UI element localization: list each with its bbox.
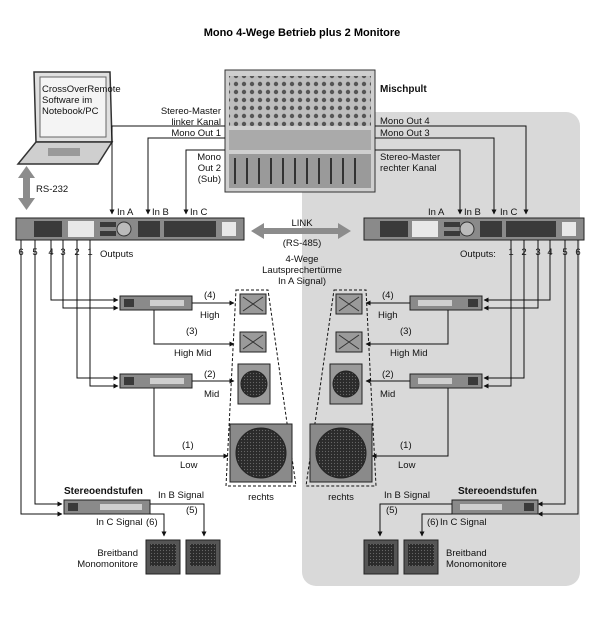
tower-left-high-speaker (239, 293, 267, 315)
left-band-1-num: (1) (182, 440, 194, 451)
left-band-3-num: (3) (186, 326, 198, 337)
left-band-2-num: (2) (204, 369, 216, 380)
monitor-left-1 (145, 539, 181, 575)
right-monitors-label-1: Breitband (446, 548, 487, 559)
right-band-3-num: (3) (400, 326, 412, 337)
link-label-1: LINK (291, 218, 313, 229)
mixer-out-stereo-left-1: Stereo-Master (161, 106, 221, 117)
laptop-screen-line-1: CrossOverRemote (42, 84, 121, 95)
tower-right-mid-speaker (329, 363, 363, 405)
tower-heading-1: 4-Wege (285, 254, 318, 265)
link-arrow (251, 223, 351, 239)
mixer-out-mono2-2: Out 2 (198, 163, 221, 174)
tower-heading-2: Lautsprechertürme (262, 265, 342, 276)
monitor-lines (150, 503, 452, 537)
mixer-connections (109, 125, 529, 215)
left-band-2-name: Mid (204, 389, 219, 400)
monitor-right-1 (363, 539, 399, 575)
xover-right-in-b: In B (464, 207, 481, 218)
monitor-amp-left (63, 499, 151, 515)
tower-right-highmid-speaker (335, 331, 363, 353)
xover-left-in-a: In A (117, 207, 134, 218)
right-output-lines (483, 240, 579, 517)
mixer-out-mono3: Mono Out 3 (380, 128, 430, 139)
monitor-right-2 (403, 539, 439, 575)
xover-left-in-c: In C (190, 207, 208, 218)
left-monitors-label-1: Breitband (97, 548, 138, 559)
crossover-right (363, 217, 585, 241)
left-output-lines (20, 240, 119, 517)
mixer-out-mono4: Mono Out 4 (380, 116, 430, 127)
tower-left-highmid-speaker (239, 331, 267, 353)
mixer-out-stereo-left-2: linker Kanal (171, 117, 221, 128)
right-band-4-num: (4) (382, 290, 394, 301)
mixer-out-mono2-3: (Sub) (198, 174, 221, 185)
xover-left-outputs-label: Outputs (100, 249, 134, 260)
right-monitors-label-2: Monomonitore (446, 559, 507, 570)
xover-right-outputs-label: Outputs: (460, 249, 496, 260)
right-ch-6: (6) (427, 517, 439, 528)
mixer-out-stereo-right-1: Stereo-Master (380, 152, 440, 163)
left-band-1-name: Low (180, 460, 198, 471)
tower-right-low-speaker (309, 423, 373, 483)
diagram-title: Mono 4-Wege Betrieb plus 2 Monitore (204, 27, 401, 39)
right-band-2-num: (2) (382, 369, 394, 380)
tower-left-mid-speaker (237, 363, 271, 405)
right-in-c-signal: In C Signal (440, 517, 486, 528)
tower-left (225, 289, 297, 487)
laptop-screen-line-2: Software im (42, 95, 92, 106)
right-band-4-name: High (378, 310, 398, 321)
left-monitor-amp-label: Stereoendstufen (64, 486, 143, 497)
right-band-2-name: Mid (380, 389, 395, 400)
tower-right-high-speaker (335, 293, 363, 315)
tower-right (305, 289, 377, 487)
mixer-out-mono2-1: Mono (197, 152, 221, 163)
laptop-screen-line-3: Notebook/PC (42, 106, 99, 117)
right-band-1-name: Low (398, 460, 416, 471)
left-ch-6: (6) (146, 517, 158, 528)
amp-right-mid (409, 373, 483, 389)
monitor-amp-right (451, 499, 539, 515)
right-band-1-num: (1) (400, 440, 412, 451)
tower-right-name: rechts (328, 492, 354, 503)
mixer-label: Mischpult (380, 84, 427, 95)
mixer-out-stereo-right-2: rechter Kanal (380, 163, 437, 174)
tower-heading-3: In A Signal) (278, 276, 326, 287)
right-band-3-name: High Mid (390, 348, 428, 359)
left-amp-speaker-lines (153, 300, 235, 459)
left-in-b-signal: In B Signal (158, 490, 204, 501)
left-ch-5: (5) (186, 505, 198, 516)
monitor-left-2 (185, 539, 221, 575)
xover-right-in-a: In A (428, 207, 445, 218)
left-band-4-name: High (200, 310, 220, 321)
left-band-3-name: High Mid (174, 348, 212, 359)
link-label-2: (RS-485) (283, 238, 322, 249)
left-monitors-label-2: Monomonitore (77, 559, 138, 570)
right-amp-speaker-lines (365, 300, 449, 459)
right-in-b-signal: In B Signal (384, 490, 430, 501)
right-monitor-amp-label: Stereoendstufen (458, 486, 537, 497)
amp-left-mid (119, 373, 193, 389)
right-ch-5: (5) (386, 505, 398, 516)
amp-right-high (409, 295, 483, 311)
rs232-arrow (18, 166, 35, 210)
left-band-4-num: (4) (204, 290, 216, 301)
tower-left-low-speaker (229, 423, 293, 483)
mixer-out-mono1: Mono Out 1 (171, 128, 221, 139)
left-in-c-signal: In C Signal (96, 517, 142, 528)
amp-left-high (119, 295, 193, 311)
xover-left-in-b: In B (152, 207, 169, 218)
crossover-left (15, 217, 245, 241)
mixer-console (224, 69, 376, 193)
xover-right-in-c: In C (500, 207, 518, 218)
rs232-label: RS-232 (36, 184, 68, 195)
tower-left-name: rechts (248, 492, 274, 503)
laptop-icon (16, 71, 114, 165)
